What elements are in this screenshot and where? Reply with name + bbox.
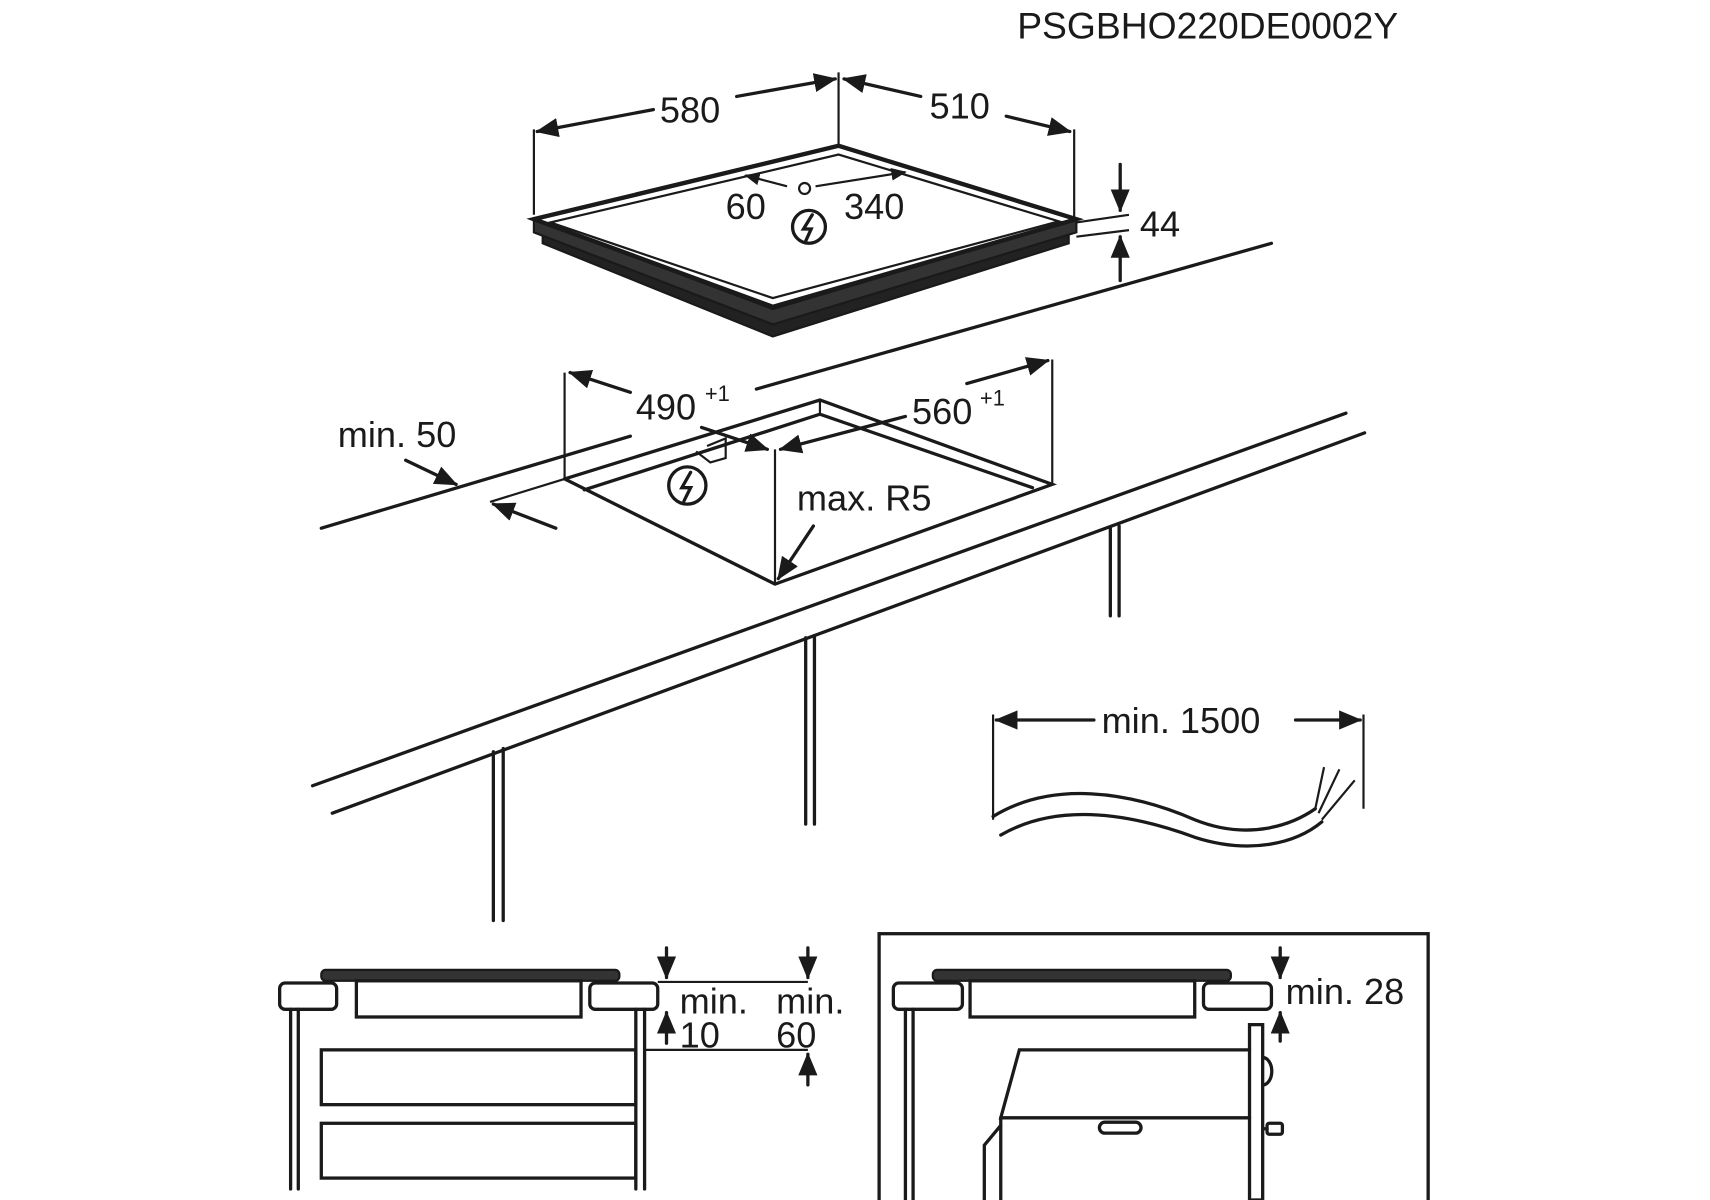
cutout-depth-tolerance: +1 [980, 385, 1005, 410]
cable-length-label: min. 1500 [1102, 700, 1261, 741]
gap-label-min-2: min. [776, 981, 844, 1022]
drawing-code: PSGBHO220DE0002Y [1017, 4, 1398, 46]
section-oven: min. 28 [877, 932, 1430, 1200]
power-cable: min. 1500 [991, 700, 1365, 848]
gap-label-min-1: min. [680, 981, 748, 1022]
oven-gap-label: min. 28 [1286, 971, 1405, 1012]
lightning-circle-icon [667, 465, 708, 506]
gap-value-10: 10 [680, 1015, 720, 1056]
connection-offset-right: 340 [844, 186, 904, 227]
cutout-width-label: 490 [636, 387, 696, 428]
hob-dimensions: 580 510 60 340 44 [532, 72, 1180, 283]
countertop [310, 241, 1367, 923]
connection-offset-left: 60 [726, 186, 766, 227]
cutout-depth-label: 560 [912, 391, 972, 432]
lightning-circle-icon [790, 208, 828, 245]
section-drawers: min. 10 min. 60 [278, 946, 844, 1191]
hob-height-label: 44 [1140, 204, 1180, 245]
hob-width-label: 580 [660, 90, 720, 131]
cutout-dimensions: 490 +1 560 +1 min. 50 max. R5 [338, 357, 1050, 581]
edge-distance-label: min. 50 [338, 414, 457, 455]
gap-value-60: 60 [776, 1015, 816, 1056]
cutout-width-tolerance: +1 [705, 381, 730, 406]
hob-depth-label: 510 [930, 85, 990, 126]
corner-radius-label: max. R5 [797, 478, 932, 519]
